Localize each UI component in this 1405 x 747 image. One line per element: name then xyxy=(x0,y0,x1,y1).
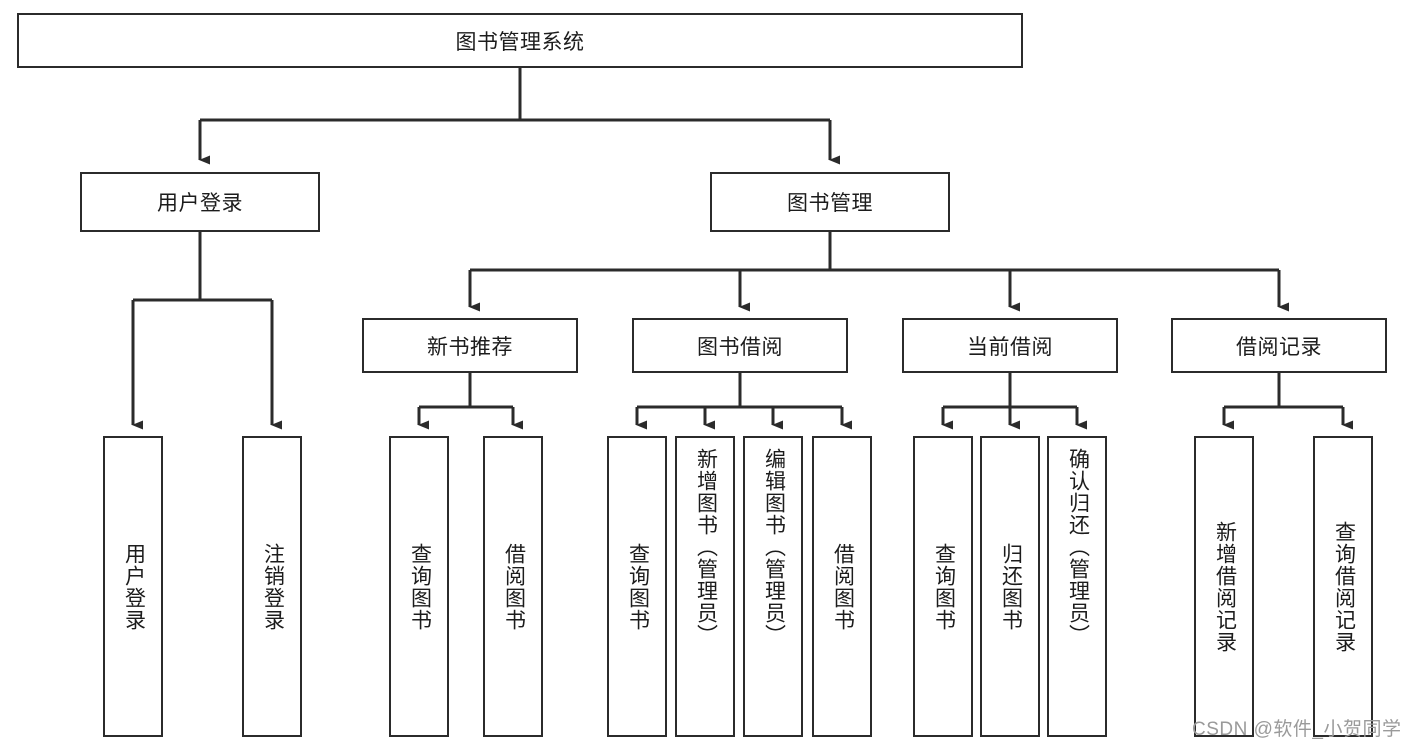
csdn-watermark: CSDN @软件_小贺同学 xyxy=(1192,719,1402,740)
leaf-query-book-current[interactable]: 查询图书 xyxy=(913,436,973,737)
leaf-borrow-book-new-recommend[interactable]: 借阅图书 xyxy=(483,436,543,737)
leaf-query-book-borrow[interactable]: 查询图书 xyxy=(607,436,667,737)
leaf-logout[interactable]: 注销登录 xyxy=(242,436,302,737)
node-book-borrow[interactable]: 图书借阅 xyxy=(632,318,848,373)
leaf-user-login[interactable]: 用户登录 xyxy=(103,436,163,737)
leaf-add-book-admin[interactable]: 新增图书（管理员） xyxy=(675,436,735,737)
leaf-query-borrow-record[interactable]: 查询借阅记录 xyxy=(1313,436,1373,737)
node-book-manage[interactable]: 图书管理 xyxy=(710,172,950,232)
node-borrow-record[interactable]: 借阅记录 xyxy=(1171,318,1387,373)
leaf-return-book[interactable]: 归还图书 xyxy=(980,436,1040,737)
node-user-login[interactable]: 用户登录 xyxy=(80,172,320,232)
leaf-query-book-new-recommend[interactable]: 查询图书 xyxy=(389,436,449,737)
node-new-book-recommend[interactable]: 新书推荐 xyxy=(362,318,578,373)
node-root[interactable]: 图书管理系统 xyxy=(17,13,1023,68)
leaf-confirm-return-admin[interactable]: 确认归还（管理员） xyxy=(1047,436,1107,737)
node-current-borrow[interactable]: 当前借阅 xyxy=(902,318,1118,373)
leaf-edit-book-admin[interactable]: 编辑图书（管理员） xyxy=(743,436,803,737)
leaf-borrow-book-borrow[interactable]: 借阅图书 xyxy=(812,436,872,737)
leaf-add-borrow-record[interactable]: 新增借阅记录 xyxy=(1194,436,1254,737)
